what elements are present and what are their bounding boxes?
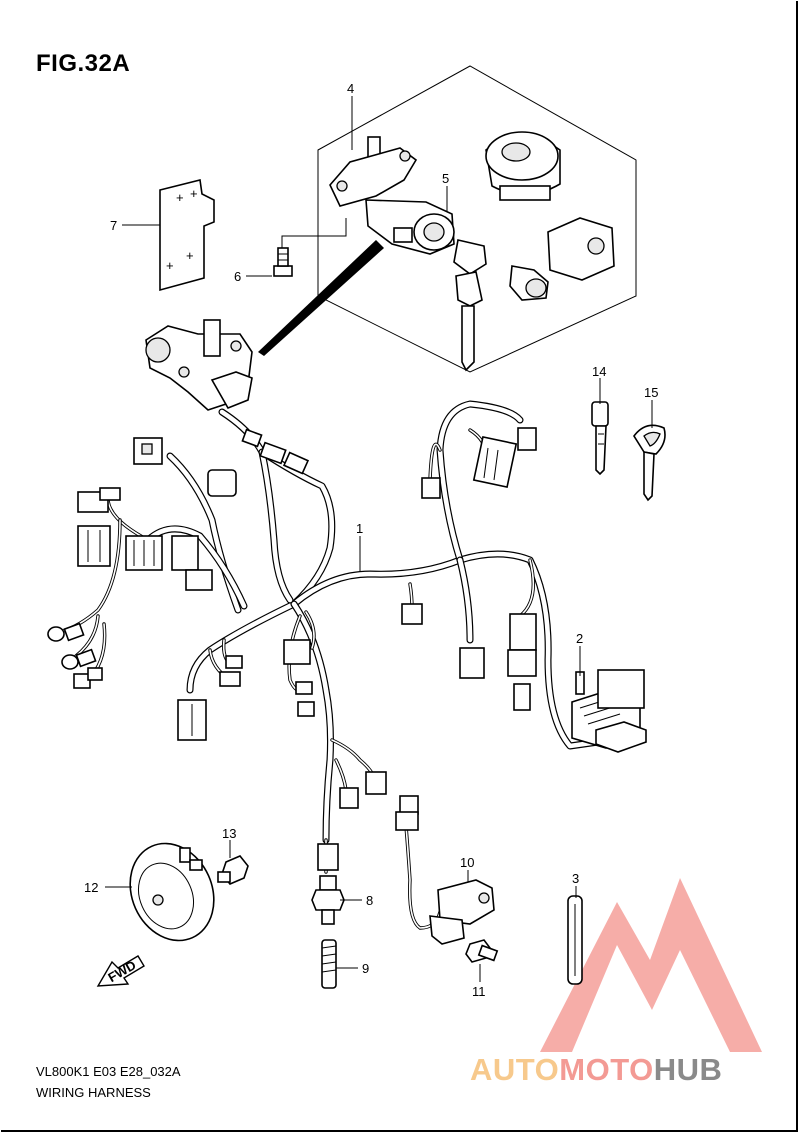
fuse-part xyxy=(567,895,583,985)
horn-part xyxy=(129,842,215,942)
svg-text:+: + xyxy=(166,258,174,273)
callout-11: 11 xyxy=(472,984,486,999)
lock-cylinder-part xyxy=(509,265,549,301)
callout-7: 7 xyxy=(110,218,117,233)
callout-4: 4 xyxy=(347,81,354,96)
key-14-part xyxy=(591,401,609,476)
leader-lines xyxy=(105,96,653,982)
bolt-leader xyxy=(281,218,347,248)
watermark-text-part2: MOTO xyxy=(559,1052,654,1087)
callout-13: 13 xyxy=(222,826,236,841)
harness-connectors xyxy=(47,427,537,831)
callout-1: 1 xyxy=(356,521,363,536)
ignition-switch-assembly-part xyxy=(145,319,253,411)
callout-labels: 4 5 7 6 1 2 3 14 15 12 13 8 9 10 11 xyxy=(84,81,658,999)
watermark-text: AUTOMOTOHUB xyxy=(470,1052,722,1088)
bracket-plate-part: + + + + xyxy=(159,179,215,292)
svg-text:+: + xyxy=(186,248,194,263)
callout-15: 15 xyxy=(644,385,658,400)
callout-2: 2 xyxy=(576,631,583,646)
nut-part xyxy=(217,855,249,885)
callout-10: 10 xyxy=(460,855,474,870)
model-code: VL800K1 E03 E28_032A xyxy=(36,1064,181,1079)
callout-3: 3 xyxy=(572,871,579,886)
neutral-switch-part xyxy=(311,843,345,925)
sensor-part xyxy=(429,879,495,945)
ignition-switch-part xyxy=(329,136,455,255)
key-15-part xyxy=(633,424,666,502)
svg-text:+: + xyxy=(176,190,184,205)
washer-part xyxy=(321,939,337,989)
figure-title: FIG.32A xyxy=(36,50,131,77)
pointer-wedge xyxy=(258,240,384,356)
callout-5: 5 xyxy=(442,171,449,186)
watermark-logo-icon xyxy=(540,878,762,1052)
key-in-set-part xyxy=(453,239,487,372)
callout-9: 9 xyxy=(362,961,369,976)
callout-6: 6 xyxy=(234,269,241,284)
seat-lock-cap-part xyxy=(485,131,561,201)
callout-8: 8 xyxy=(366,893,373,908)
bolt-11-part xyxy=(465,939,499,963)
helmet-lock-part xyxy=(547,217,615,281)
bolt-6-part xyxy=(273,247,293,277)
fuse-box-part xyxy=(571,669,647,753)
svg-text:+: + xyxy=(190,186,198,201)
callout-14: 14 xyxy=(592,364,606,379)
section-name: WIRING HARNESS xyxy=(36,1085,151,1100)
watermark-text-part1: AUTO xyxy=(470,1052,560,1087)
callout-12: 12 xyxy=(84,880,98,895)
watermark-text-part3: HUB xyxy=(653,1052,723,1087)
